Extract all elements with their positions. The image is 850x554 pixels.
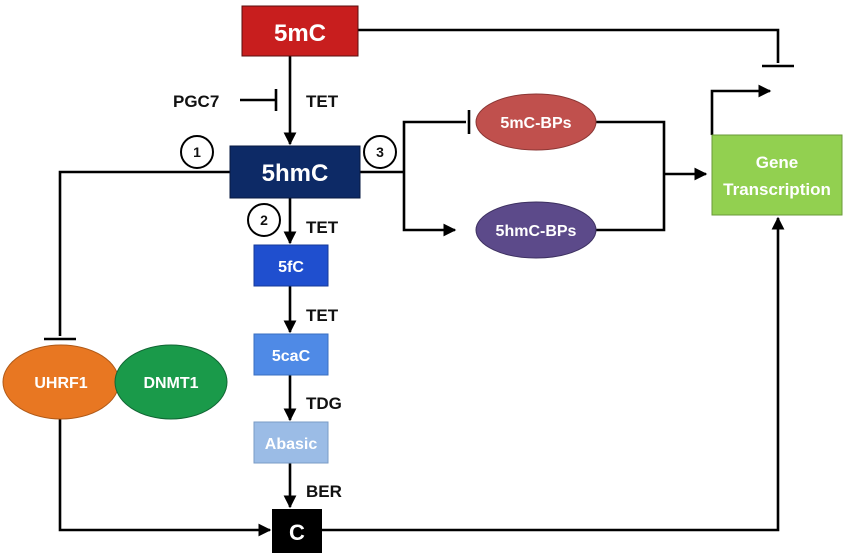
node-gene-transcription-box bbox=[711, 134, 843, 216]
node-5hmc-box bbox=[229, 145, 361, 199]
node-5fc-box bbox=[253, 244, 329, 287]
label-ber: BER bbox=[306, 482, 342, 501]
node-5mc: 5mC bbox=[241, 5, 359, 57]
node-gene-transcription: Gene Transcription bbox=[711, 134, 843, 216]
node-5mc-bps-label: 5mC-BPs bbox=[500, 115, 571, 132]
label-tet-2: TET bbox=[306, 218, 339, 237]
node-abasic-label: Abasic bbox=[265, 436, 318, 453]
pathway-number-1-label: 1 bbox=[193, 144, 201, 160]
node-abasic-box bbox=[253, 421, 329, 464]
label-tet-1: TET bbox=[306, 92, 339, 111]
pathway-number-2: 2 bbox=[247, 203, 281, 237]
pathway-number-3-circle bbox=[363, 135, 397, 169]
node-uhrf1: UHRF1 bbox=[2, 344, 120, 420]
node-uhrf1-label: UHRF1 bbox=[34, 375, 87, 392]
pathway-number-2-label: 2 bbox=[260, 212, 268, 228]
node-dnmt1: DNMT1 bbox=[114, 344, 228, 420]
pathway-number-2-circle bbox=[247, 203, 281, 237]
node-dnmt1-ellipse bbox=[114, 344, 228, 420]
edge-branch-to-5hmcbps bbox=[402, 172, 457, 237]
node-c-label: C bbox=[289, 520, 305, 545]
node-5cac: 5caC bbox=[253, 333, 329, 376]
pathway-number-3: 3 bbox=[363, 135, 397, 169]
node-5hmc-bps-label: 5hmC-BPs bbox=[496, 223, 577, 240]
node-c: C bbox=[272, 509, 322, 553]
node-5hmc-bps: 5hmC-BPs bbox=[475, 201, 597, 259]
transcription-start-arrow bbox=[710, 84, 772, 135]
node-gene-transcription-line1: Gene bbox=[756, 153, 799, 172]
label-pgc7: PGC7 bbox=[173, 92, 219, 111]
pathway-number-3-label: 3 bbox=[376, 144, 384, 160]
node-dnmt1-label: DNMT1 bbox=[143, 375, 198, 392]
node-5mc-bps: 5mC-BPs bbox=[475, 93, 597, 151]
label-tdg: TDG bbox=[306, 394, 342, 413]
edge-branch-inhibit-5mcbps bbox=[402, 120, 466, 172]
edge-5mc-inhibit-transcription bbox=[358, 28, 780, 63]
node-5hmc: 5hmC bbox=[229, 145, 361, 199]
pathway-number-1: 1 bbox=[180, 135, 214, 169]
node-abasic: Abasic bbox=[253, 421, 329, 464]
pathway-number-1-circle bbox=[180, 135, 214, 169]
node-5mc-bps-ellipse bbox=[475, 93, 597, 151]
node-5hmc-bps-ellipse bbox=[475, 201, 597, 259]
edge-5mcbps-to-merge bbox=[596, 120, 666, 232]
node-5fc: 5fC bbox=[253, 244, 329, 287]
edge-c-to-transcription bbox=[322, 216, 785, 532]
node-5fc-label: 5fC bbox=[278, 259, 304, 276]
node-5hmc-label: 5hmC bbox=[262, 160, 329, 187]
node-5mc-box bbox=[241, 5, 359, 57]
edge-5hmc-inhibit-uhrf1 bbox=[58, 170, 230, 336]
node-c-box bbox=[272, 509, 322, 553]
edge-uhrf1-to-c bbox=[58, 412, 272, 537]
label-tet-3: TET bbox=[306, 306, 339, 325]
node-5cac-box bbox=[253, 333, 329, 376]
node-gene-transcription-line2: Transcription bbox=[723, 180, 831, 199]
node-5mc-label: 5mC bbox=[274, 20, 326, 47]
node-5cac-label: 5caC bbox=[272, 348, 311, 365]
edges bbox=[44, 28, 794, 537]
